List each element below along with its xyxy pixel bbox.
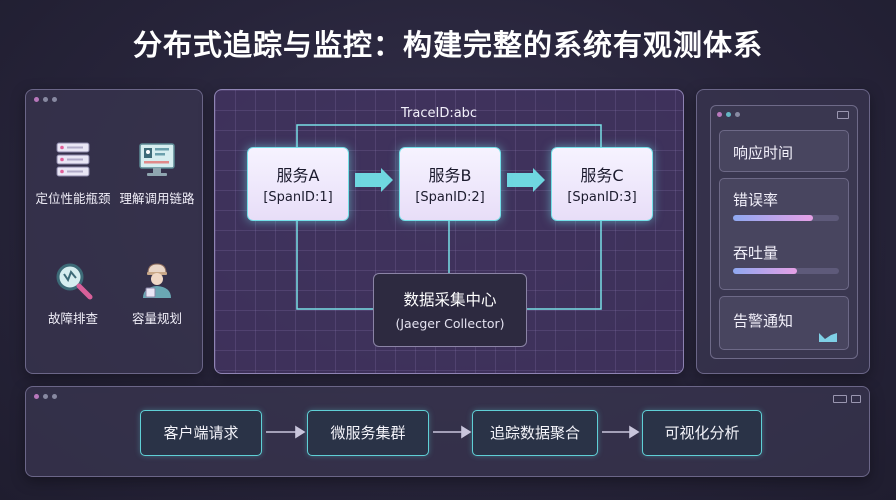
pipeline-arrows [266,425,640,439]
service-c-node[interactable]: 服务C [SpanID:3] [551,147,653,221]
window-maximize-icon[interactable] [851,395,861,403]
pipeline-arrow-1-head [295,425,306,439]
arrow-head-b-c [533,168,545,192]
connector-c-collector [525,219,602,310]
server-stack-icon [56,142,90,177]
service-name: 服务B [428,166,472,185]
window-maximize-icon[interactable] [837,111,849,119]
feature-understand-call-chain: 理解调用链路 [112,140,202,207]
pipeline-arrow-2-head [461,425,472,439]
trace-diagram-panel: TraceID:abc 服务A [SpanID:1] 服务B [SpanID:2… [214,89,684,374]
window-dots [34,97,57,102]
metric-response-time[interactable]: 响应时间 [719,130,849,172]
metric-alert-card[interactable]: 告警通知 [719,296,849,350]
pipeline-step-microservice-cluster[interactable]: 微服务集群 [307,410,429,456]
magnifier-icon [56,263,93,300]
pipeline-step-visual-analysis[interactable]: 可视化分析 [642,410,762,456]
engineer-icon [143,263,171,298]
feature-capacity-planning: 容量规划 [112,260,202,327]
error-rate-bar-fill [733,215,813,221]
metrics-window: 响应时间 错误率 吞吐量 告警通知 [710,105,858,359]
pipeline-step-client-request[interactable]: 客户端请求 [140,410,262,456]
page-title: 分布式追踪与监控：构建完整的系统有观测体系 [132,28,763,62]
alert-wave-icon [819,333,837,342]
window-minimize-icon[interactable] [833,395,847,403]
collector-node[interactable]: 数据采集中心 (Jaeger Collector) [373,273,527,347]
service-name: 服务C [580,166,624,185]
window-dots [34,394,57,399]
features-panel: 定位性能瓶颈 理解调用链路 故障排查 容量规划 [25,89,203,374]
throughput-bar [733,268,839,274]
metric-label: 响应时间 [733,144,794,162]
span-id: [SpanID:1] [263,190,333,205]
trace-connectors [296,124,602,310]
metric-error-throughput-card[interactable]: 错误率 吞吐量 [719,178,849,290]
service-name: 服务A [276,166,320,185]
service-b-node[interactable]: 服务B [SpanID:2] [399,147,501,221]
service-a-node[interactable]: 服务A [SpanID:1] [247,147,349,221]
span-id: [SpanID:2] [415,190,485,205]
pipeline-step-trace-aggregation[interactable]: 追踪数据聚合 [472,410,598,456]
metric-error-rate-label: 错误率 [733,191,779,209]
window-dots [717,112,740,117]
feature-troubleshooting: 故障排查 [28,260,118,327]
window-controls [833,395,861,403]
feature-locate-bottleneck: 定位性能瓶颈 [28,140,118,207]
trace-bracket-line [296,124,602,147]
connector-a-collector [296,219,373,310]
arrow-shaft-a-b [355,173,381,187]
monitor-dashboard-icon [139,143,175,176]
pipeline-panel: 客户端请求 微服务集群 追踪数据聚合 可视化分析 [25,386,870,477]
throughput-bar-fill [733,268,797,274]
metrics-panel: 响应时间 错误率 吞吐量 告警通知 [696,89,870,374]
trace-id-label: TraceID:abc [401,106,478,121]
metric-throughput-label: 吞吐量 [733,244,779,262]
collector-name: 数据采集中心 [403,291,497,309]
span-id: [SpanID:3] [567,190,637,205]
alert-label: 告警通知 [733,312,794,330]
pipeline-arrow-3-head [629,425,640,439]
collector-subtitle: (Jaeger Collector) [395,316,505,331]
arrow-shaft-b-c [507,173,533,187]
error-rate-bar [733,215,839,221]
arrow-head-a-b [381,168,393,192]
